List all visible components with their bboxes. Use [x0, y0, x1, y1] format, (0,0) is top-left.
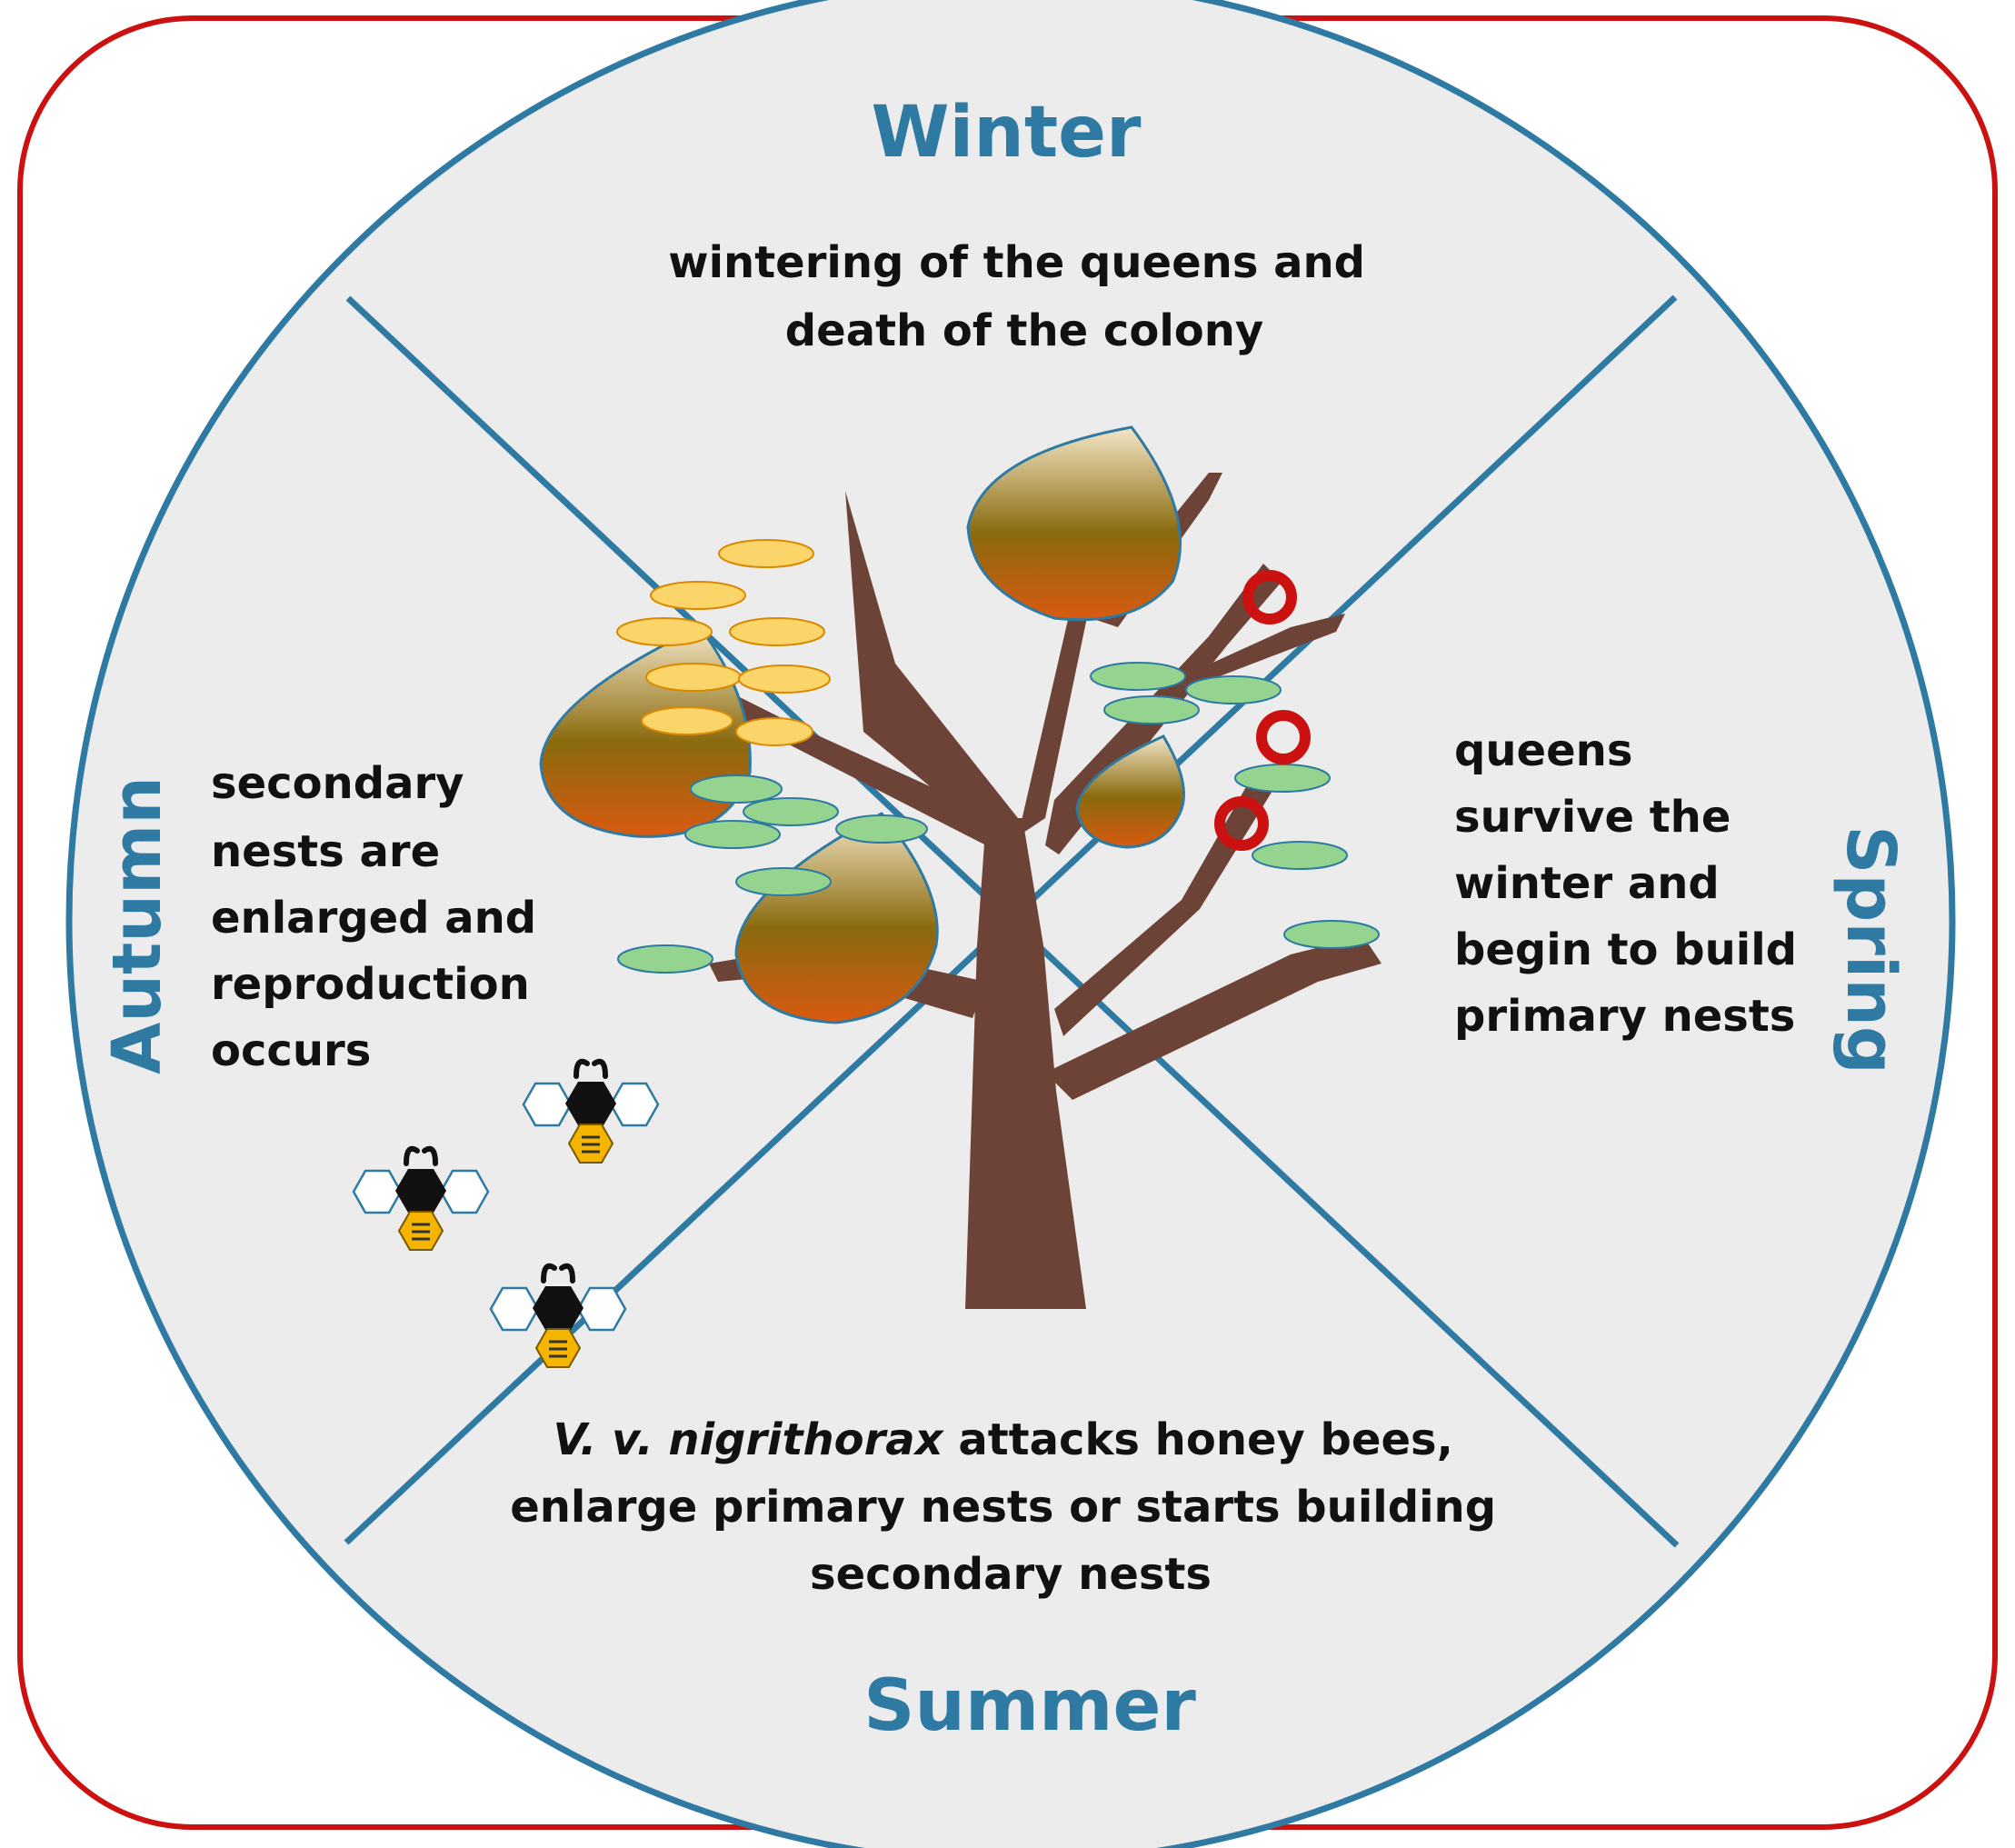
leaf-icon	[690, 774, 783, 804]
leaf-icon	[735, 867, 832, 896]
leaf-icon	[617, 944, 713, 974]
season-label-autumn: Autumn	[98, 776, 176, 1074]
winter-description: wintering of the queens and death of the…	[668, 237, 1381, 356]
species-name: V. v. nigrithorax	[553, 1414, 944, 1465]
leaf-group-yellow	[616, 539, 831, 746]
season-label-spring: Spring	[1831, 825, 1910, 1074]
leaf-icon	[718, 539, 814, 568]
leaf-icon	[1252, 841, 1348, 870]
leaf-icon	[729, 617, 825, 646]
leaf-icon	[684, 820, 781, 849]
leaf-icon	[650, 581, 746, 610]
leaf-icon	[835, 814, 928, 844]
leaf-icon	[1185, 675, 1282, 704]
spring-description: queens survive the winter and begin to b…	[1454, 725, 1812, 1042]
nest-icon	[734, 812, 939, 1024]
leaf-icon	[645, 663, 742, 692]
leaf-icon	[1234, 764, 1331, 793]
leaf-icon	[1103, 695, 1200, 724]
leaf-icon	[616, 617, 713, 646]
nest-icon	[966, 425, 1182, 622]
leaf-icon	[738, 664, 831, 694]
leaf-icon	[1283, 920, 1380, 949]
leaf-icon	[735, 717, 813, 746]
queen-ring-icon	[1214, 796, 1269, 851]
season-label-winter: Winter	[872, 92, 1142, 174]
queen-ring-icon	[1242, 570, 1297, 624]
leaf-group-green	[617, 662, 1380, 974]
queen-ring-group	[1214, 570, 1311, 851]
leaf-icon	[743, 797, 839, 826]
leaf-icon	[1090, 662, 1186, 691]
queen-ring-icon	[1256, 710, 1311, 764]
autumn-description: secondary nests are enlarged and reprodu…	[211, 758, 552, 1076]
leaf-icon	[641, 706, 733, 735]
season-label-summer: Summer	[863, 1665, 1196, 1747]
nest-icon	[1075, 734, 1185, 849]
summer-description: V. v. nigrithorax attacks honey bees, en…	[510, 1414, 1511, 1600]
